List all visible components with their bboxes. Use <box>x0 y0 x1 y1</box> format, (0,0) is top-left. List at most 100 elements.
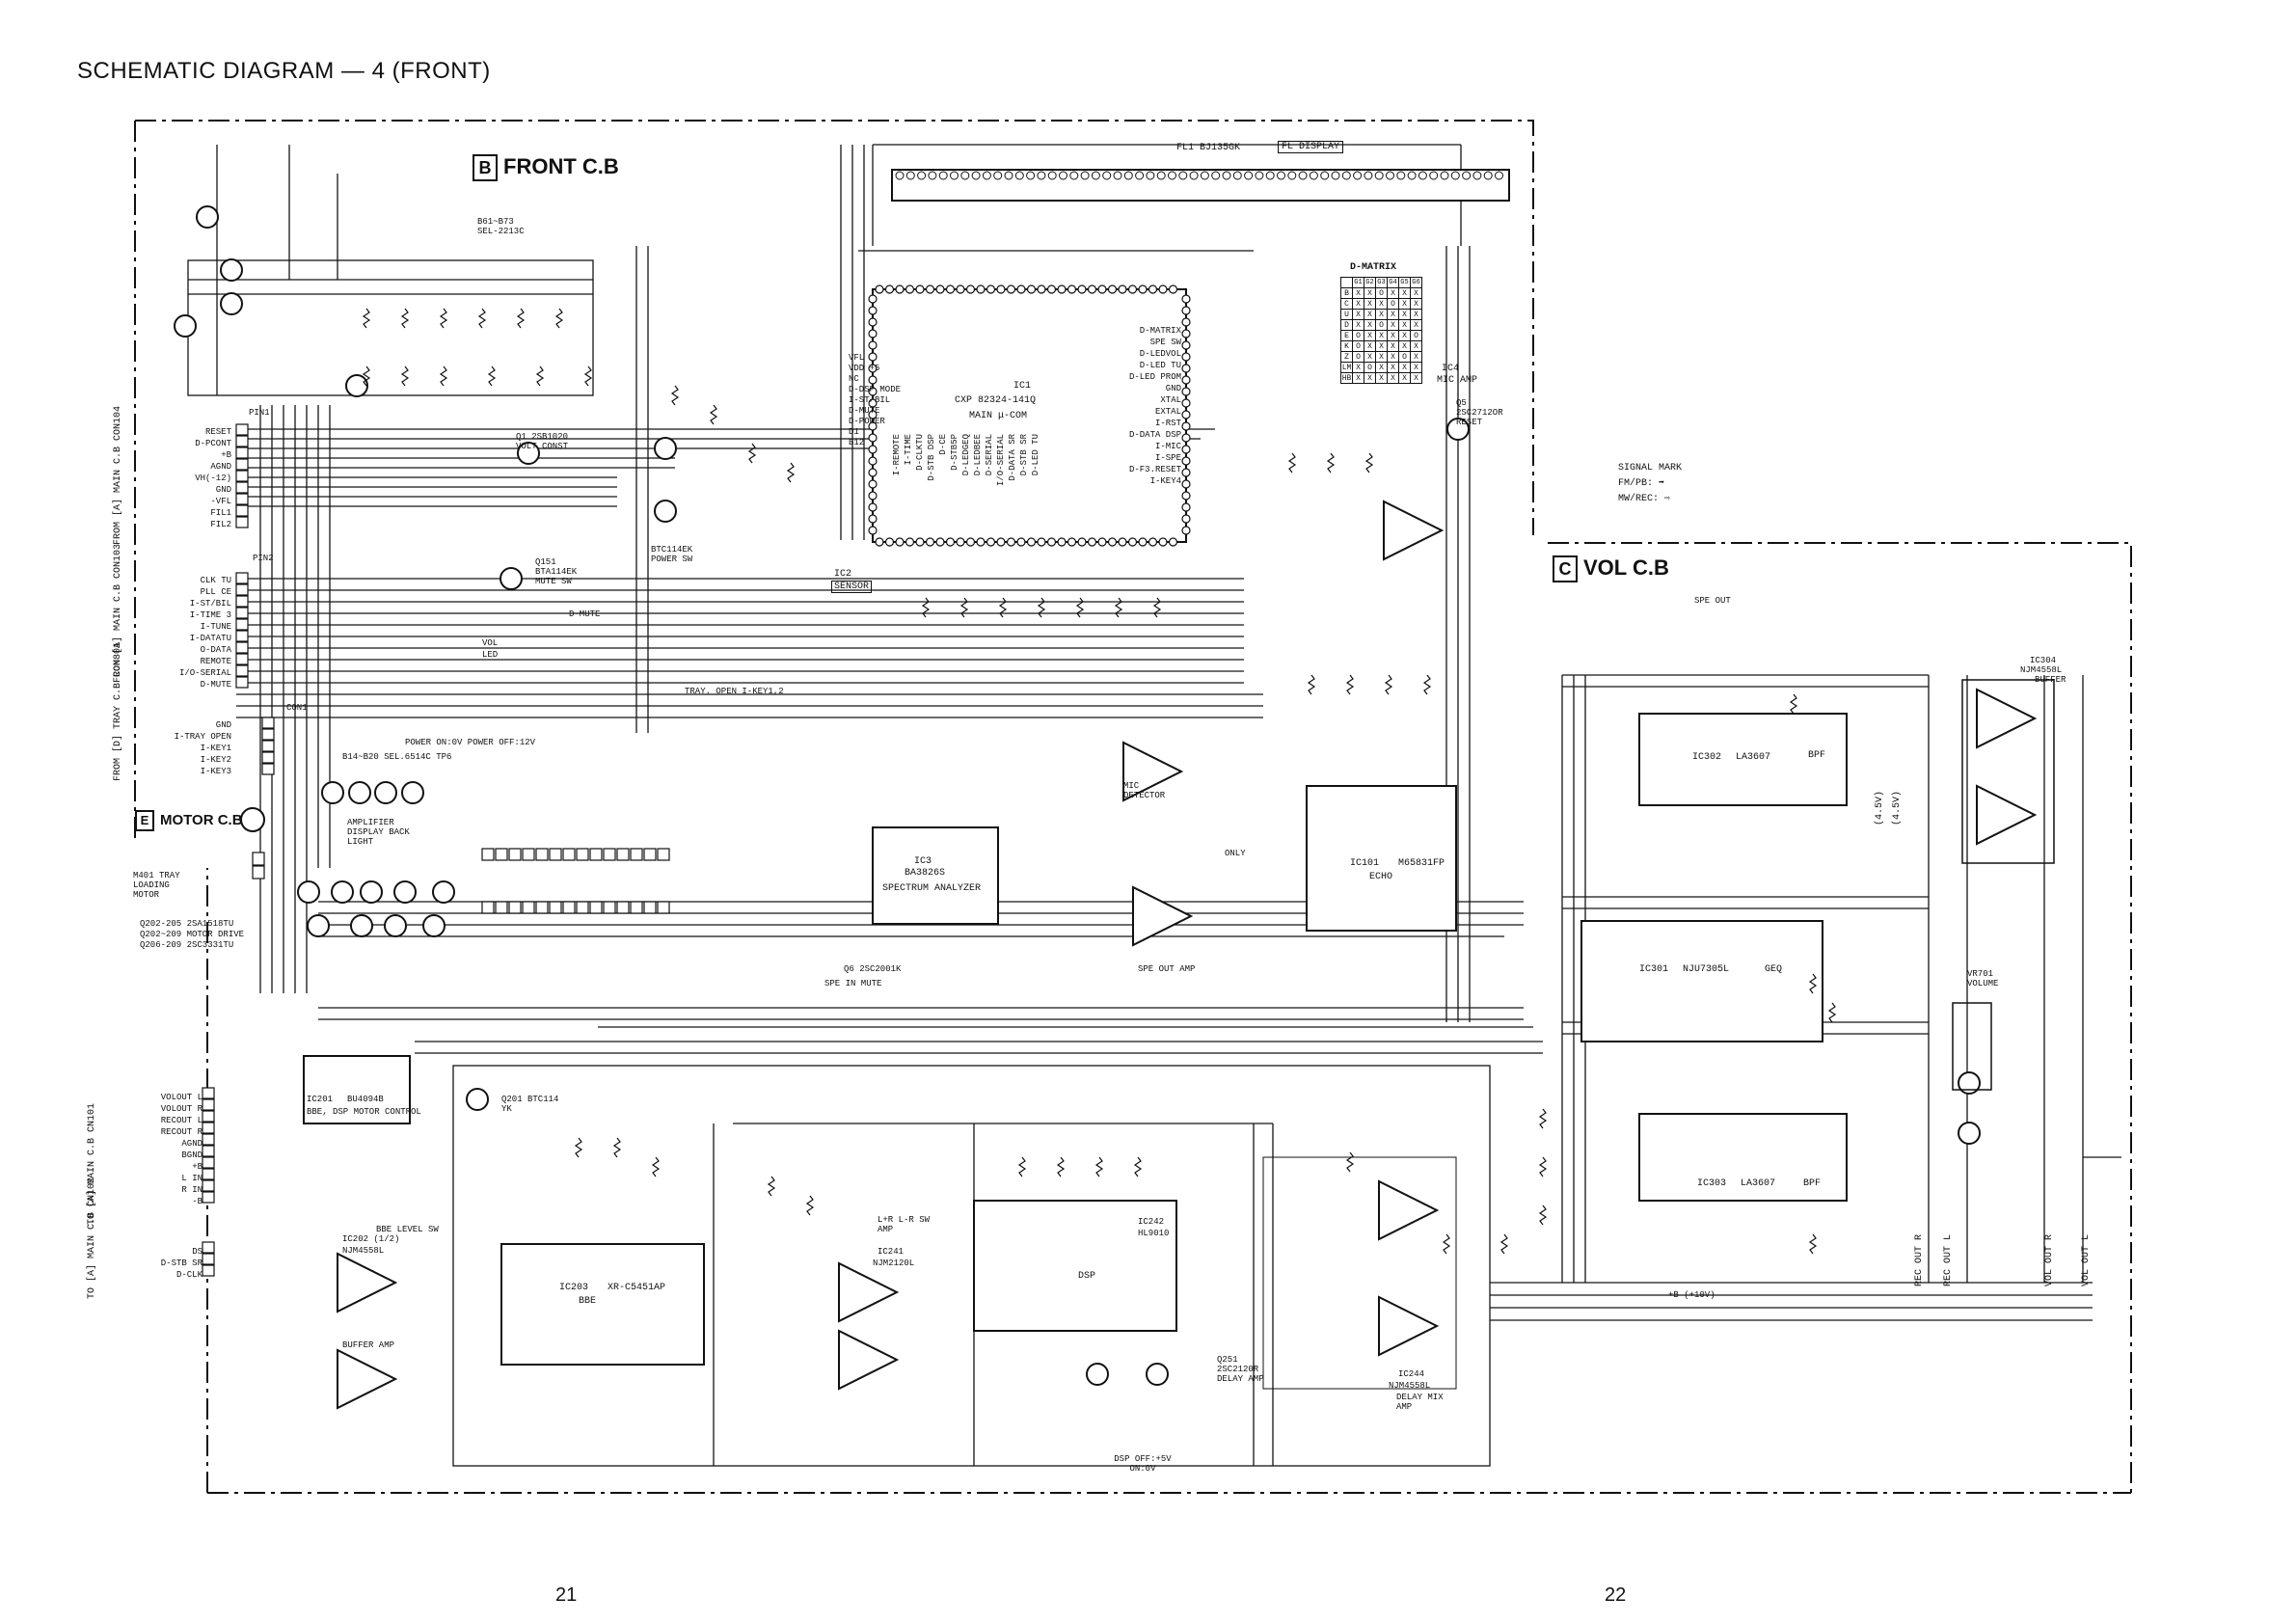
ic1-left-item: D-MUTE <box>849 406 880 416</box>
ic241-ref: IC241 <box>878 1247 905 1257</box>
ic1-pin <box>1168 284 1178 294</box>
ic1-left-item: D1 <box>849 427 859 437</box>
ic304-opamp2 <box>1976 784 2038 846</box>
resistor-symbol <box>1114 597 1123 618</box>
fl-pin <box>1386 171 1394 180</box>
connector-pin <box>616 848 630 861</box>
ic1-pin <box>895 537 905 547</box>
vol-section-letter: C <box>1553 555 1578 582</box>
ic3-part: BA3826S <box>905 868 946 879</box>
fl-pin <box>1265 171 1275 180</box>
resistor-symbol <box>612 1137 622 1158</box>
ic1-pin <box>884 284 895 294</box>
ic1-right-item: I-SPE <box>1154 453 1181 463</box>
fl-pin <box>1069 171 1079 180</box>
fl-pin <box>1450 171 1460 180</box>
fl-pin <box>1244 171 1254 180</box>
resistor-symbol <box>1384 674 1393 695</box>
ic1-pin <box>1181 375 1191 385</box>
connector-pin <box>202 1264 215 1277</box>
ic1-pin <box>868 514 878 524</box>
ic1-pin <box>868 479 878 489</box>
ic1-left-item: VDD +5 <box>849 364 880 373</box>
connector-pin <box>261 728 275 741</box>
ic1-bottom-pin-label: D-SERIAL <box>985 434 994 476</box>
ic1-pin <box>1158 284 1168 294</box>
rec-out-r-label: REC OUT R <box>1914 1234 1925 1287</box>
transistor-symbol <box>174 314 197 338</box>
connector-pin <box>235 583 249 596</box>
connector-pin <box>235 516 249 528</box>
ic1-right-item: D-LED PROM <box>1128 372 1181 382</box>
motor-q-label: Q202-205 2SA1518TU <box>140 919 234 929</box>
ic1-pin <box>895 284 905 294</box>
con1-title: CON1 <box>286 703 308 713</box>
d-matrix-cell: X <box>1364 372 1376 384</box>
ic1-pin <box>925 537 935 547</box>
pin1-labels-item: D-PCONT <box>195 439 231 448</box>
ic7-opamp <box>1132 885 1194 947</box>
connector-pin <box>235 641 249 654</box>
con1-labels-item: I-KEY1 <box>200 744 231 753</box>
fl-pin <box>1418 171 1427 180</box>
ic242-desc: DSP <box>1078 1271 1096 1282</box>
fl-pin <box>905 171 915 180</box>
d-matrix-cell: X <box>1410 351 1422 363</box>
ic1-pin <box>875 284 884 294</box>
transistor-symbol <box>1146 1363 1169 1386</box>
pin2-labels-item: CLK TU <box>200 576 231 585</box>
fl-pin <box>1298 171 1308 180</box>
connector-pin <box>235 493 249 505</box>
resistor-symbol <box>439 308 448 329</box>
transistor-symbol <box>384 914 407 937</box>
fl-pin <box>1407 171 1417 180</box>
fl-pin <box>1189 171 1199 180</box>
d-matrix-cell: X <box>1387 330 1399 341</box>
ic1-pin <box>986 537 996 547</box>
ic1-pin <box>1067 537 1077 547</box>
power-led-label: POWER ON:0V POWER OFF:12V <box>405 738 536 747</box>
fl-pin <box>1091 171 1100 180</box>
ic1-bottom-pin-label: D-LEDBEE <box>973 434 983 476</box>
d-matrix-cell: X <box>1387 362 1399 373</box>
resistor-symbol <box>1326 452 1336 474</box>
ic1-pin <box>1148 284 1158 294</box>
fl-pin <box>1483 171 1493 180</box>
connector-pin <box>235 676 249 689</box>
d-matrix-col-header: G5 <box>1398 277 1411 288</box>
d-matrix-cell: X <box>1375 298 1388 310</box>
connector-pin <box>235 664 249 677</box>
ic1-body <box>872 288 1187 543</box>
transistor-symbol <box>348 781 371 804</box>
ic201-desc: BBE, DSP MOTOR CONTROL <box>307 1107 421 1117</box>
pin1-labels-item: AGND <box>210 462 231 472</box>
con101-labels-item: RECOUT R <box>160 1127 203 1137</box>
ic1-right-item: SPE SW <box>1149 338 1181 347</box>
d-matrix-cell: X <box>1410 309 1422 320</box>
ic1-pin <box>1016 537 1026 547</box>
ic1-bottom-pin-label: D-DATA SR <box>1008 434 1017 481</box>
ic1-pin <box>1181 468 1191 477</box>
d-matrix-row-header: D <box>1340 319 1353 331</box>
ic242-ref: IC242 <box>1138 1217 1165 1227</box>
ic201-body <box>303 1055 411 1124</box>
resistor-symbol <box>805 1195 815 1216</box>
fl-pin <box>1004 171 1013 180</box>
ic203-desc: BBE <box>579 1296 597 1307</box>
page-number-right: 22 <box>1605 1584 1627 1606</box>
vol-out-l-label: VOL OUT L <box>2081 1234 2092 1287</box>
pin2-labels-item: I-TUNE <box>200 622 231 632</box>
con1-labels-item: GND <box>215 720 231 730</box>
plus-b-label: +B (+10V) <box>1668 1290 1715 1300</box>
ic1-pin <box>956 537 965 547</box>
d-matrix-cell: X <box>1352 362 1364 373</box>
ic203-part: XR-C5451AP <box>608 1283 666 1293</box>
signal-mark-mw: MW/REC: ⇨ <box>1618 494 1671 504</box>
resistor-symbol <box>1094 1156 1104 1177</box>
fl-pin <box>1232 171 1242 180</box>
ic1-pin <box>1057 537 1067 547</box>
ic1-pin <box>1181 306 1191 315</box>
